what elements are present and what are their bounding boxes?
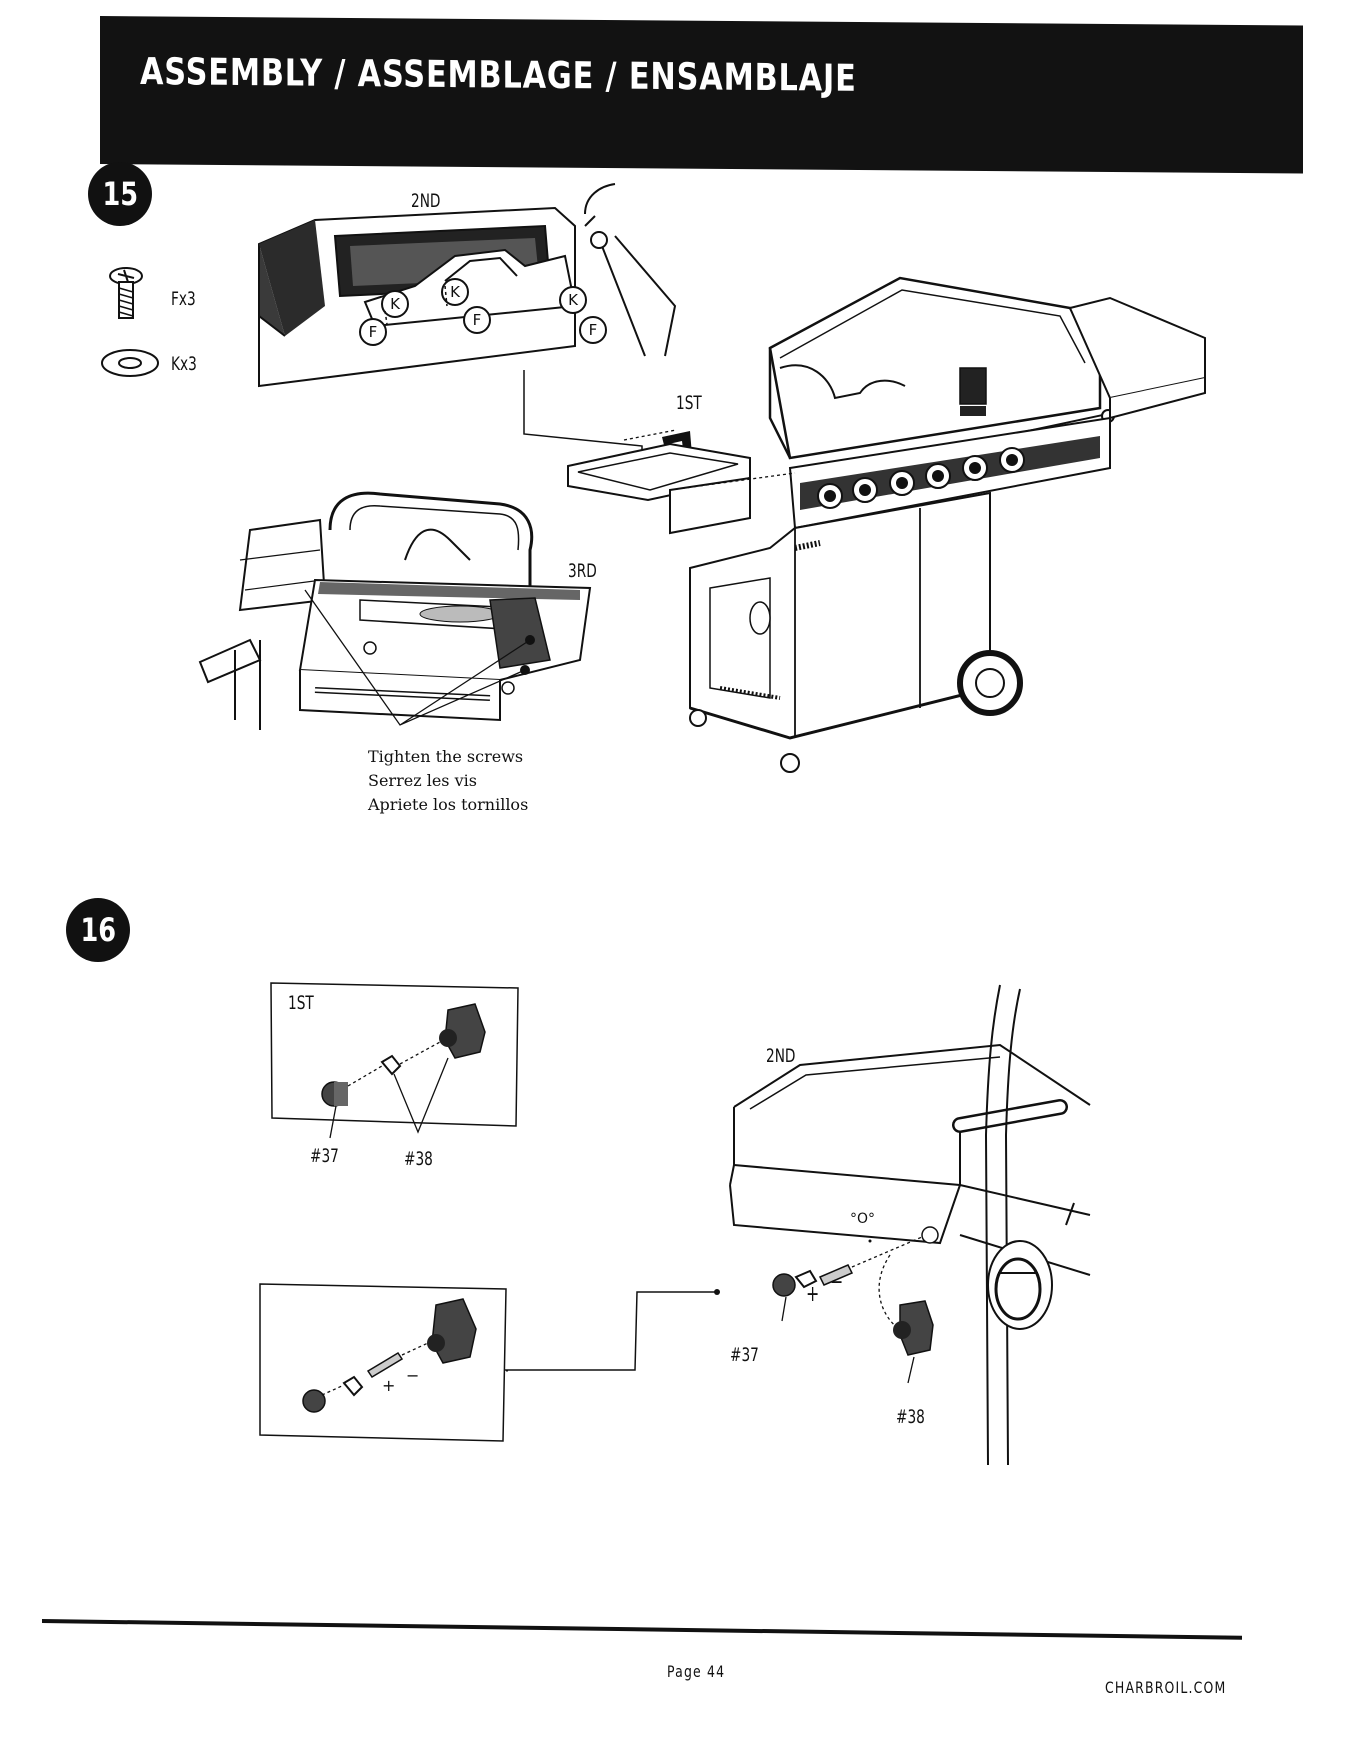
svg-text:K: K [568,291,579,309]
step16-polarity-minus: − [830,1270,843,1295]
step-16-number: 16 [80,911,116,949]
step-15-badge: 15 [88,162,152,226]
washer-icon [100,348,160,378]
callout-f: F [369,323,378,341]
note-english: Tighten the screws [368,745,528,769]
footer-website: CHARBROIL.COM [1105,1678,1226,1697]
part-38-label: #38 [404,1148,433,1170]
step16-polarity-plus: + [806,1282,819,1307]
grill-illustration [630,268,1210,788]
step15-detail-2nd-illustration: K K K F F F [255,196,675,386]
page-number: Page 44 [667,1662,725,1681]
screw-icon [106,266,146,322]
svg-text:K: K [450,283,461,301]
part-37-label: #37 [310,1145,339,1167]
step16-part-38-label: #38 [896,1406,925,1428]
step15-detail-3rd-illustration [200,490,600,740]
callout-k: K [390,295,401,313]
svg-text:F: F [589,321,598,339]
step16-label-1st: 1ST [288,992,314,1014]
step16-connector-line [505,1288,725,1378]
note-spanish: Apriete los tornillos [368,793,528,817]
step16-box-assembly: + − [258,1283,508,1443]
polarity-plus-small: + [382,1376,395,1395]
footer-rule [42,1619,1242,1640]
step16-grill-side-illustration: °O° [730,985,1090,1465]
step-16-badge: 16 [66,898,130,962]
note-french: Serrez les vis [368,769,528,793]
svg-text:F: F [473,311,482,329]
step15-note: Tighten the screws Serrez les vis Apriet… [368,745,528,817]
page-title: ASSEMBLY / ASSEMBLAGE / ENSAMBLAJE [140,50,857,100]
screw-qty: Fx3 [171,288,196,310]
step16-part-37-label: #37 [730,1344,759,1366]
polarity-minus-small: − [406,1366,419,1385]
step-15-number: 15 [102,175,138,213]
svg-text:°O°: °O° [850,1211,875,1227]
washer-qty: Kx3 [171,353,197,375]
